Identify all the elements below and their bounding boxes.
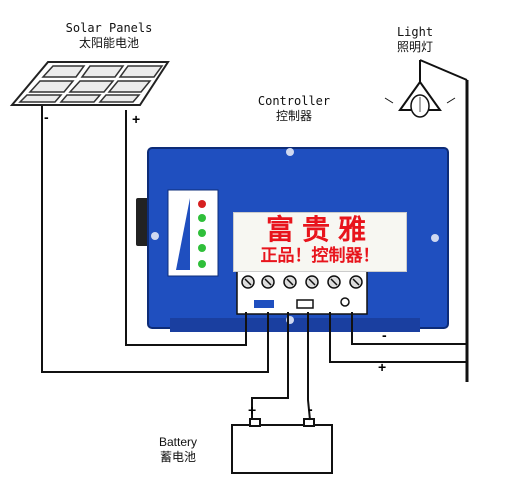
light-plus-sign: +	[378, 359, 387, 375]
brand-slogan: 正品！控制器！	[260, 246, 380, 266]
battery-label-en: Battery	[158, 435, 197, 449]
lamp-post	[384, 59, 469, 382]
light-label: Light 照明灯	[380, 25, 450, 55]
brand-sticker: 富贵雅 正品！控制器！	[233, 212, 407, 272]
solar-panels-label: Solar Panels 太阳能电池	[54, 21, 164, 51]
controller-label-cn: 控制器	[275, 109, 312, 123]
solar-panels-label-cn: 太阳能电池	[78, 36, 139, 50]
light-minus-sign: -	[382, 327, 387, 343]
wires	[41, 106, 467, 421]
battery-label: Battery 蓄电池	[148, 435, 208, 465]
panel-minus-sign: -	[44, 109, 49, 125]
brand-name: 富贵雅	[265, 213, 374, 246]
solar-panel	[9, 61, 170, 106]
controller-label: Controller 控制器	[250, 94, 338, 124]
panel-plus-sign: +	[132, 111, 141, 127]
light-label-cn: 照明灯	[396, 40, 433, 54]
battery-minus-sign: -	[308, 401, 313, 417]
light-label-en: Light	[396, 25, 434, 39]
solar-panels-label-en: Solar Panels	[65, 21, 153, 35]
battery-plus-sign: +	[248, 402, 257, 418]
controller-label-en: Controller	[257, 94, 331, 108]
battery	[231, 418, 333, 474]
battery-label-cn: 蓄电池	[159, 450, 196, 464]
